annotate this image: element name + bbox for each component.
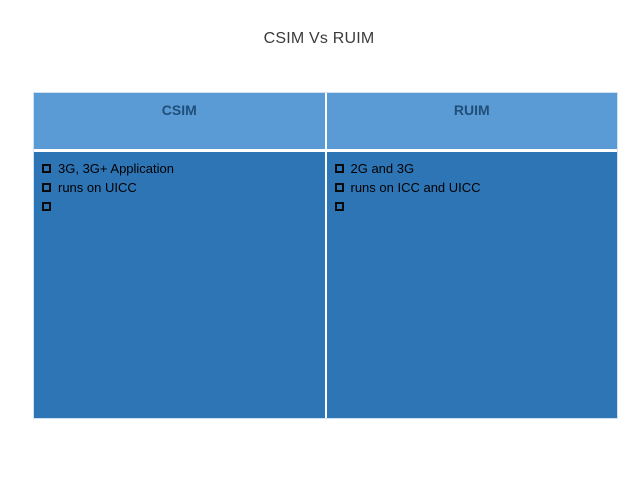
square-bullet-icon — [42, 164, 51, 173]
square-bullet-icon — [334, 202, 344, 211]
table-header-ruim: RUIM — [326, 93, 617, 149]
list-item-label: runs on ICC and UICC — [350, 180, 481, 195]
list-item: runs on ICC and UICC — [334, 178, 610, 197]
list-item-label: runs on UICC — [58, 180, 137, 195]
square-bullet-icon — [42, 202, 51, 211]
comparison-table: CSIM RUIM 3G, 3G+ Application runs on UI… — [33, 92, 618, 419]
square-bullet-icon — [334, 164, 344, 173]
square-bullet-icon — [42, 183, 51, 192]
list-item: 2G and 3G — [334, 159, 610, 178]
slide-title: CSIM Vs RUIM — [263, 30, 375, 47]
list-item: runs on UICC — [42, 178, 317, 197]
list-item-label: 2G and 3G — [350, 161, 415, 176]
square-bullet-icon — [334, 183, 344, 192]
table-header-csim: CSIM — [34, 93, 325, 149]
table-cell-ruim-body: 2G and 3G runs on ICC and UICC — [326, 152, 617, 418]
list-item — [42, 197, 317, 216]
table-cell-csim-body: 3G, 3G+ Application runs on UICC — [34, 152, 325, 418]
list-item-label: 3G, 3G+ Application — [58, 161, 174, 176]
list-item — [334, 197, 610, 216]
list-item: 3G, 3G+ Application — [42, 159, 317, 178]
